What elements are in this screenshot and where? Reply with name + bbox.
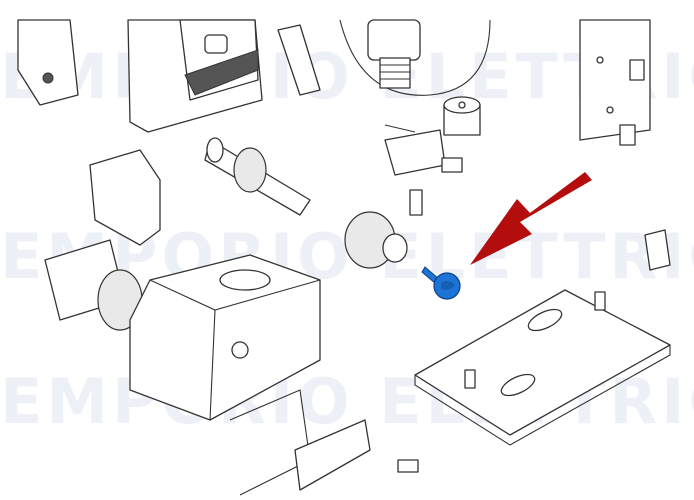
pointer-arrow-icon <box>470 172 592 265</box>
gasket-part <box>229 389 311 496</box>
connector-part <box>409 157 463 216</box>
pulley-part <box>443 96 481 136</box>
motor-cover-part <box>127 19 263 133</box>
small-bracket-part <box>277 24 321 96</box>
base-plate-part <box>414 289 671 446</box>
left-bracket-part <box>17 19 79 106</box>
shaft-gear-part <box>204 137 311 216</box>
main-housing-part <box>129 254 321 421</box>
motor-part <box>339 19 491 96</box>
bottom-cover-part <box>294 419 371 491</box>
limit-switch-part <box>384 124 446 176</box>
control-board-part <box>579 19 651 146</box>
pinion-part <box>44 239 143 331</box>
screw-part <box>397 459 419 473</box>
side-cover-part <box>89 149 161 246</box>
highlighted-part[interactable] <box>421 266 461 300</box>
clip-part <box>644 229 671 271</box>
gear-part <box>344 211 408 269</box>
